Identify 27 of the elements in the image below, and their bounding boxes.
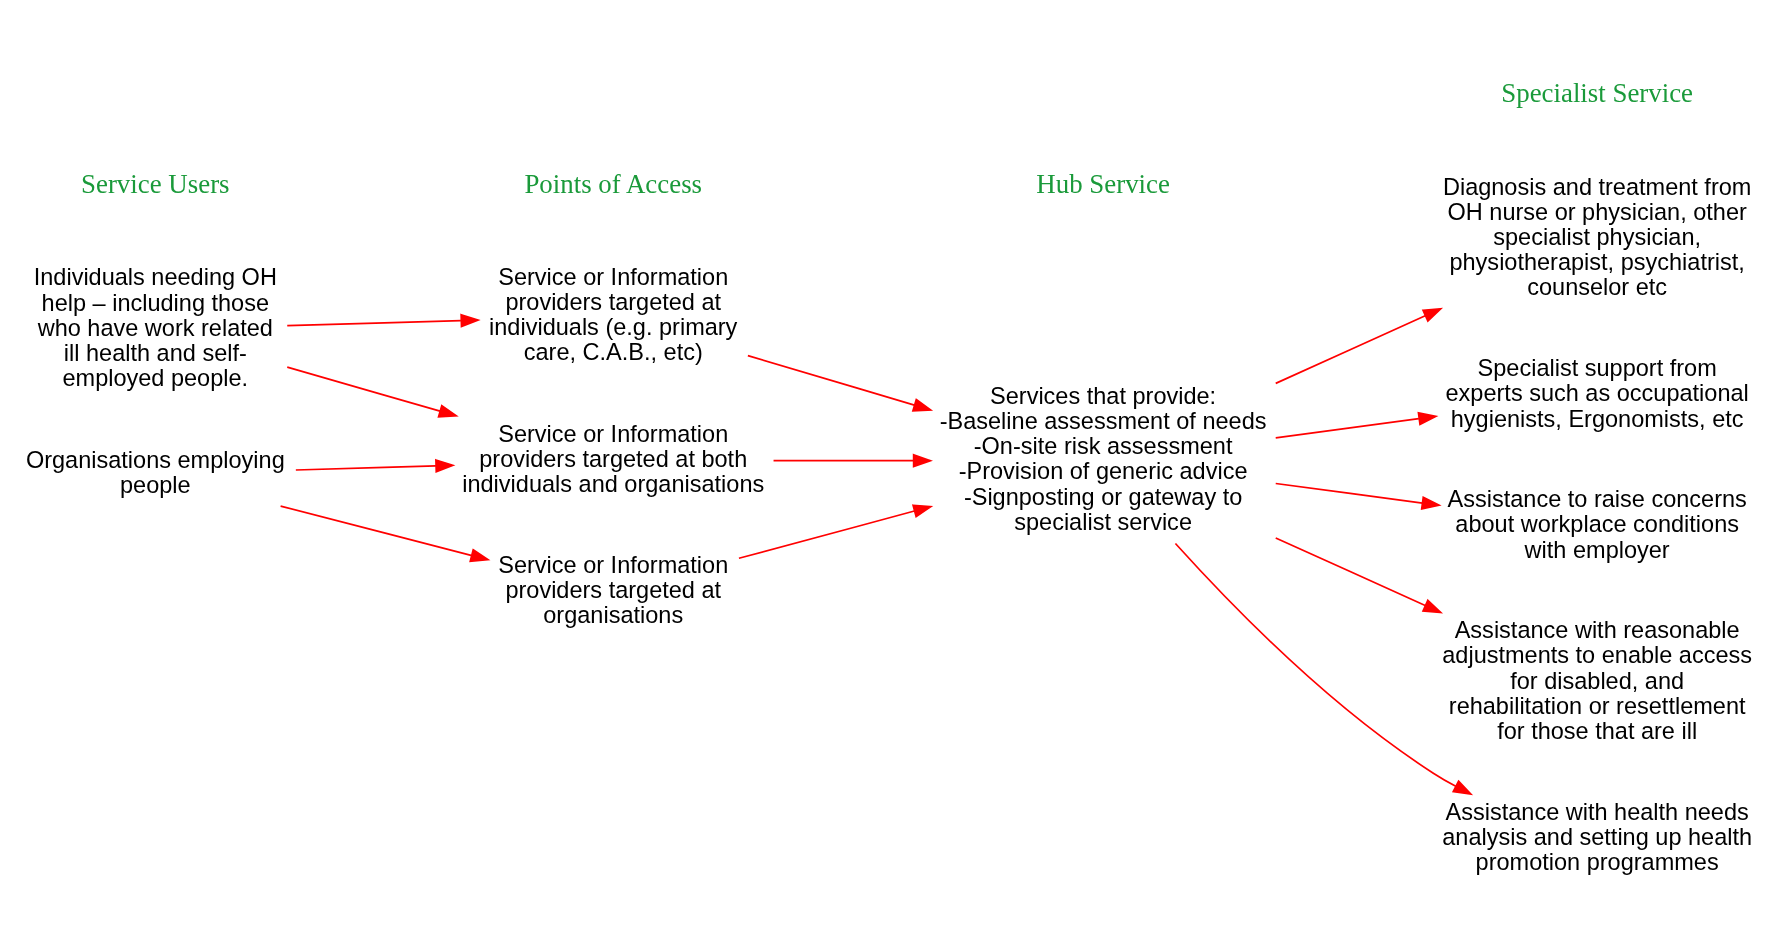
- arrow: [747, 354, 934, 412]
- label: Hub Service: [1036, 168, 1170, 199]
- arrow: [1274, 482, 1442, 510]
- arrow: [279, 504, 491, 562]
- node-text: Service or Information providers targeted at individuals (e.g. primary care, C.A.B., etc): [489, 263, 738, 365]
- node-text: Assistance with health needs analysis and setting up health promotion programmes: [1442, 798, 1753, 875]
- node-text: Services that provide: -Baseline assessment of needs -On-site risk assessment -Provision of generic advice -Signposting or gateway to specialist service: [939, 382, 1267, 535]
- arrow: [1274, 307, 1444, 384]
- label: Service Users: [81, 168, 230, 199]
- node-text: Specialist support from experts such as occupational hygienists, Ergonomists, etc: [1445, 354, 1749, 432]
- arrow: [286, 365, 459, 418]
- node-text: Service or Information providers targeted at both individuals and organisations: [462, 420, 765, 497]
- arrow: [1174, 542, 1474, 795]
- label: Specialist Service: [1501, 77, 1694, 108]
- node-text: Assistance to raise concerns about workplace conditions with employer: [1447, 485, 1747, 563]
- node-text: Service or Information providers targeted at organisations: [498, 551, 729, 628]
- arrow: [1274, 536, 1444, 614]
- arrow: [286, 313, 481, 328]
- node-text: Diagnosis and treatment from OH nurse or physician, other specialist physician, physiotherapist, psychiatrist, counselor etc: [1442, 173, 1752, 300]
- arrow: [295, 458, 456, 473]
- node-text: Individuals needing OH help – including those who have work related ill health and self-employed people.: [33, 263, 277, 391]
- arrow: [738, 503, 934, 559]
- arrow: [772, 453, 933, 468]
- node-text: Assistance with reasonable adjustments to enable access for disabled, and rehabilitation or resettlement for those that are ill: [1442, 616, 1753, 744]
- label: Points of Access: [524, 168, 703, 199]
- node-text: Organisations employing people: [25, 446, 285, 498]
- arrow: [1274, 411, 1439, 439]
